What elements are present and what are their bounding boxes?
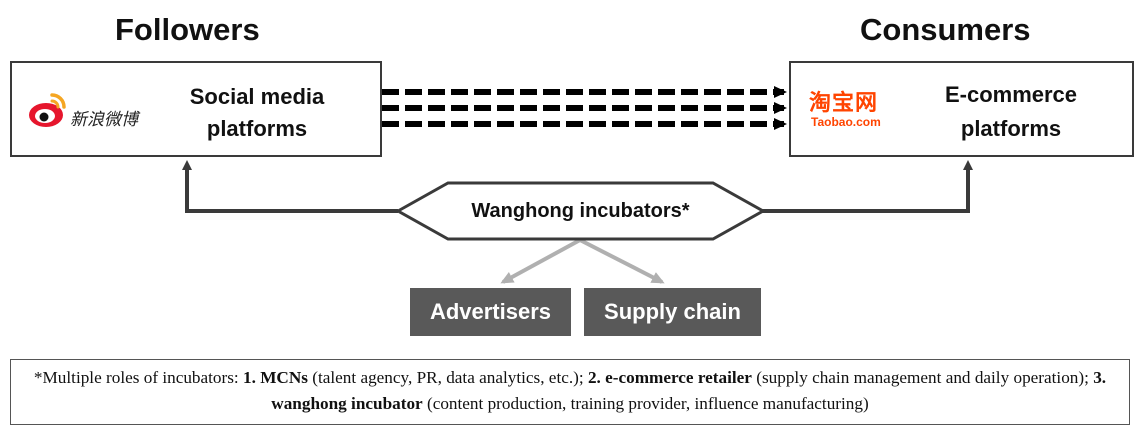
taobao-logo-text: 淘宝网 xyxy=(809,91,879,116)
incubator-label: Wanghong incubators* xyxy=(471,200,690,222)
ecommerce-label-line1: E-commerce xyxy=(944,82,1078,107)
taobao-logo: 淘宝网 Taobao.com xyxy=(809,85,909,135)
weibo-logo-text: 新浪微博 xyxy=(70,110,138,130)
social-media-label-line2: platforms xyxy=(206,116,308,141)
ecommerce-label-line2: platforms xyxy=(960,116,1062,141)
incubator-hexagon xyxy=(394,181,767,241)
ecommerce-platforms-box: 淘宝网 Taobao.com E-commerce platforms xyxy=(789,61,1134,157)
incubator-to-supply-chain-arrow xyxy=(579,238,665,284)
footnote-box: *Multiple roles of incubators: 1. MCNs (… xyxy=(10,359,1130,425)
incubator-to-advertisers-arrow xyxy=(500,238,581,284)
footnote-item3-text: (content production, training provider, … xyxy=(422,394,869,413)
weibo-logo: 新浪微博 xyxy=(26,89,166,130)
footnote-item3-title: 3. wanghong incubator xyxy=(271,368,1107,413)
weibo-eye-icon xyxy=(29,93,66,127)
taobao-logo-subtext: Taobao.com xyxy=(811,115,881,129)
footnote-item2-text: (supply chain management and daily opera… xyxy=(751,368,1094,387)
advertisers-box: Advertisers xyxy=(410,288,571,336)
social-media-platforms-box: 新浪微博 Social media platforms xyxy=(10,61,382,157)
footnote-prefix: *Multiple roles of incubators: xyxy=(33,368,244,387)
incubator-to-social-arrow xyxy=(182,160,398,213)
incubator-to-ecommerce-arrow xyxy=(762,160,973,213)
heading-consumers: Consumers xyxy=(860,12,1031,47)
heading-followers: Followers xyxy=(115,12,260,47)
footnote-item1-text: (talent agency, PR, data analytics, etc.… xyxy=(307,368,588,387)
social-media-label-line1: Social media xyxy=(189,84,325,109)
footnote-item1-title: 1. MCNs xyxy=(243,368,308,387)
footnote-item2-title: 2. e-commerce retailer xyxy=(587,368,752,387)
supply-chain-box: Supply chain xyxy=(584,288,761,336)
